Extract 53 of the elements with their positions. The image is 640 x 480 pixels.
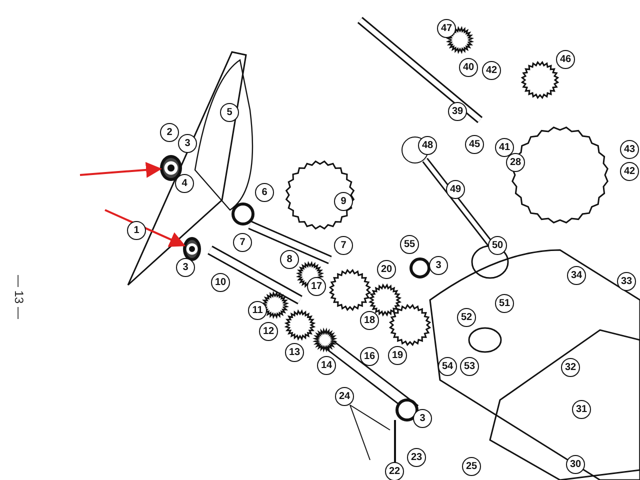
callout-number: 7 — [334, 236, 353, 255]
callout-number: 13 — [285, 343, 304, 362]
callout-number: 45 — [465, 135, 484, 154]
callout-number: 40 — [459, 58, 478, 77]
callout-number: 46 — [556, 50, 575, 69]
callout-number: 24 — [335, 387, 354, 406]
bearing-part — [160, 155, 182, 181]
callout-number: 25 — [462, 457, 481, 476]
callout-number: 22 — [385, 462, 404, 480]
callout-number: 54 — [438, 357, 457, 376]
callout-number: 3 — [413, 409, 432, 428]
callout-number: 49 — [446, 180, 465, 199]
callout-number: 6 — [255, 183, 274, 202]
callout-number: 3 — [178, 134, 197, 153]
callout-number: 16 — [360, 347, 379, 366]
callout-number: 2 — [160, 123, 179, 142]
callout-number: 11 — [248, 301, 267, 320]
callout-number: 8 — [280, 250, 299, 269]
callout-number: 17 — [307, 277, 326, 296]
callout-number: 55 — [400, 235, 419, 254]
callout-number: 18 — [360, 311, 379, 330]
callout-number: 52 — [457, 308, 476, 327]
callout-number: 20 — [377, 260, 396, 279]
callout-number: 5 — [220, 103, 239, 122]
callout-number: 42 — [482, 61, 501, 80]
callout-number: 48 — [418, 136, 437, 155]
arrow — [104, 209, 186, 247]
callout-number: 4 — [175, 174, 194, 193]
callout-number: 30 — [566, 455, 585, 474]
callout-number: 10 — [211, 273, 230, 292]
callout-number: 47 — [437, 19, 456, 38]
callout-number: 14 — [317, 356, 336, 375]
callout-number: 51 — [495, 294, 514, 313]
callout-number: 34 — [567, 266, 586, 285]
callout-number: 50 — [488, 236, 507, 255]
callout-number: 43 — [620, 140, 639, 159]
callout-number: 3 — [429, 256, 448, 275]
callout-number: 3 — [176, 258, 195, 277]
page-number: — 13 — — [12, 275, 26, 320]
callout-number: 53 — [460, 357, 479, 376]
callout-number: 41 — [495, 138, 514, 157]
callout-number: 7 — [233, 233, 252, 252]
callout-number: 23 — [407, 448, 426, 467]
callout-number: 31 — [572, 400, 591, 419]
callout-number: 32 — [561, 358, 580, 377]
callout-number: 12 — [259, 322, 278, 341]
callout-number: 19 — [388, 346, 407, 365]
callout-number: 33 — [617, 272, 636, 291]
callout-number: 42 — [620, 162, 639, 181]
callout-number: 39 — [448, 102, 467, 121]
arrow — [80, 162, 162, 178]
bearing-part — [183, 237, 201, 261]
callout-number: 1 — [127, 221, 146, 240]
